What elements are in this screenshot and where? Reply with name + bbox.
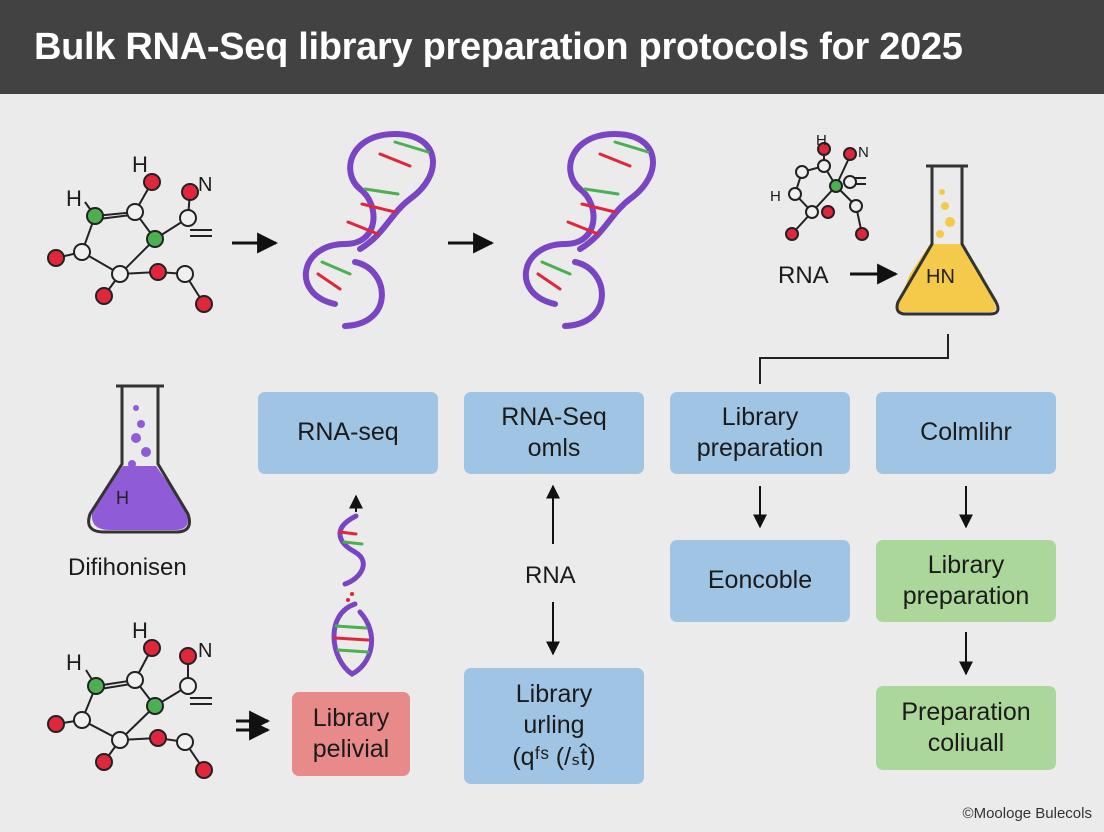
molecule-bottom-left-icon — [47, 639, 213, 779]
footer-credit: ©Moologe Bulecols — [962, 805, 1092, 822]
flask-purple-icon — [87, 384, 191, 534]
atom-label-n: N — [858, 144, 869, 161]
dna-helix-icon — [522, 130, 656, 329]
eoncoble-box[interactable]: Eoncoble — [670, 540, 850, 622]
library-pelivial-box[interactable]: Library pelivial — [292, 692, 410, 776]
rna-seq-box[interactable]: RNA-seq — [258, 392, 438, 474]
dna-strand-icon — [331, 513, 375, 677]
flask-yellow-icon — [895, 164, 1000, 316]
molecule-top-right-icon — [785, 142, 869, 241]
library-urling-box[interactable]: Library urling (qᶠˢ (/ₛt̂) — [464, 668, 644, 784]
library-preparation-box[interactable]: Library preparation — [670, 392, 850, 474]
atom-label-h: H — [66, 186, 82, 211]
page-title: Bulk RNA-Seq library preparation protoco… — [34, 26, 963, 68]
flask-label: H — [116, 488, 129, 508]
diagram-canvas: H H N H H N H H N RNA HN H Difihonisen R… — [0, 94, 1104, 832]
double-arrow — [236, 710, 271, 741]
rna-label: RNA — [778, 262, 829, 289]
library-preparation-box[interactable]: Library preparation — [876, 540, 1056, 622]
atom-label-h: H — [132, 152, 148, 177]
atom-label-h: H — [132, 618, 148, 643]
diagram-graphics — [47, 130, 1000, 779]
dna-helix-icon — [302, 130, 436, 329]
atom-label-n: N — [198, 640, 213, 662]
connector-line — [759, 334, 949, 384]
title-bar: Bulk RNA-Seq library preparation protoco… — [0, 0, 1104, 94]
rna-label: RNA — [525, 562, 576, 589]
atom-label-n: N — [198, 174, 213, 196]
atom-label-h: H — [66, 650, 82, 675]
atom-label-h: H — [816, 132, 827, 149]
colmlihr-box[interactable]: Colmlihr — [876, 392, 1056, 474]
flask-caption: Difihonisen — [68, 554, 187, 581]
rna-seq-omls-box[interactable]: RNA-Seq omls — [464, 392, 644, 474]
flask-label: HN — [926, 266, 955, 288]
atom-label-h: H — [770, 188, 781, 205]
molecule-top-left-icon — [47, 173, 213, 313]
preparation-coliuall-box[interactable]: Preparation coliuall — [876, 686, 1056, 770]
